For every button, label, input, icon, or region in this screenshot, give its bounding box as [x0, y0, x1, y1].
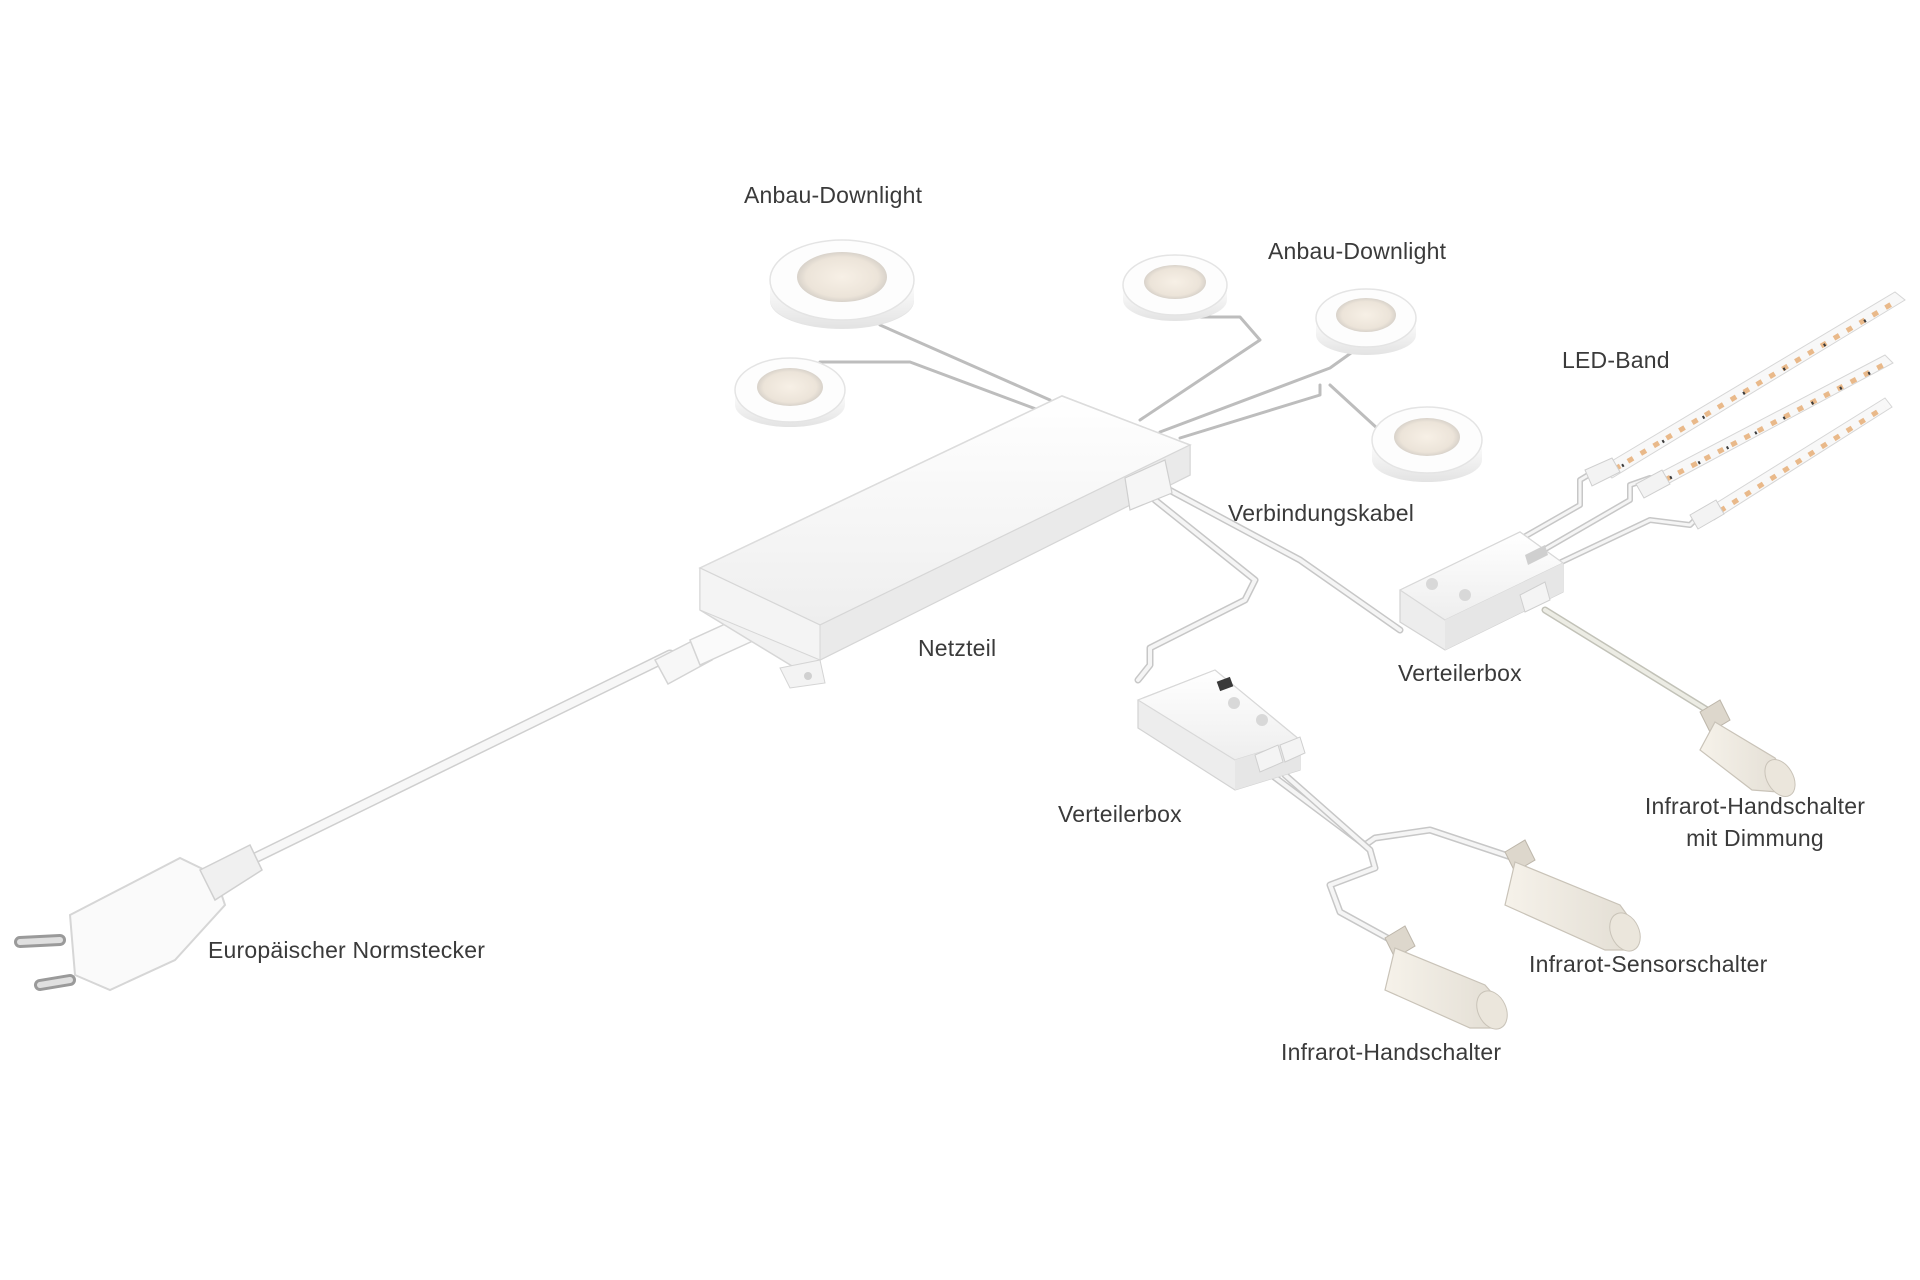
label-ir-hand-switch-dimming: Infrarot-Handschalter mit Dimmung	[1620, 790, 1890, 854]
downlight-large	[769, 239, 915, 329]
led-strip-3	[1689, 397, 1893, 530]
label-downlight-right-group: Anbau-Downlight	[1268, 238, 1447, 264]
sensor-cables	[1261, 766, 1524, 949]
verteilerbox-right	[1398, 531, 1565, 651]
label-ir-hand-switch-dimming-line1: Infrarot-Handschalter	[1644, 793, 1866, 819]
downlight-left	[734, 357, 846, 427]
netzteil-to-left-box-cable	[1134, 496, 1259, 684]
european-plug	[14, 843, 263, 992]
downlight-right	[1371, 406, 1483, 482]
downlight-top-right	[1315, 288, 1417, 355]
cables	[204, 315, 1724, 949]
led-strips	[1584, 291, 1906, 530]
label-european-plug: Europäischer Normstecker	[208, 937, 486, 963]
label-ir-hand-switch: Infrarot-Handschalter	[1281, 1039, 1502, 1065]
label-downlight-large: Anbau-Downlight	[744, 182, 923, 208]
led-strip-1	[1584, 291, 1906, 487]
label-verteilerbox-right: Verteilerbox	[1398, 660, 1522, 686]
label-verbindungskabel: Verbindungskabel	[1228, 500, 1415, 526]
mains-cable	[204, 649, 676, 886]
label-netzteil: Netzteil	[918, 635, 997, 661]
label-ir-sensor-switch: Infrarot-Sensorschalter	[1529, 951, 1768, 977]
downlight-top-center	[1122, 254, 1228, 321]
label-verteilerbox-left: Verteilerbox	[1058, 801, 1182, 827]
verteilerbox-left	[1136, 669, 1306, 791]
ir-sensor-switch	[1504, 839, 1641, 952]
led-strip-2	[1635, 354, 1894, 499]
verbindungskabel-cable	[1156, 481, 1404, 634]
power-supply	[698, 395, 1192, 689]
ir-hand-switch-dimming	[1699, 699, 1796, 797]
label-ir-hand-switch-dimming-line2: mit Dimmung	[1686, 825, 1824, 851]
label-led-band: LED-Band	[1562, 347, 1670, 373]
dimmer-switch-cable	[1541, 606, 1724, 722]
ir-hand-switch	[1384, 925, 1508, 1030]
